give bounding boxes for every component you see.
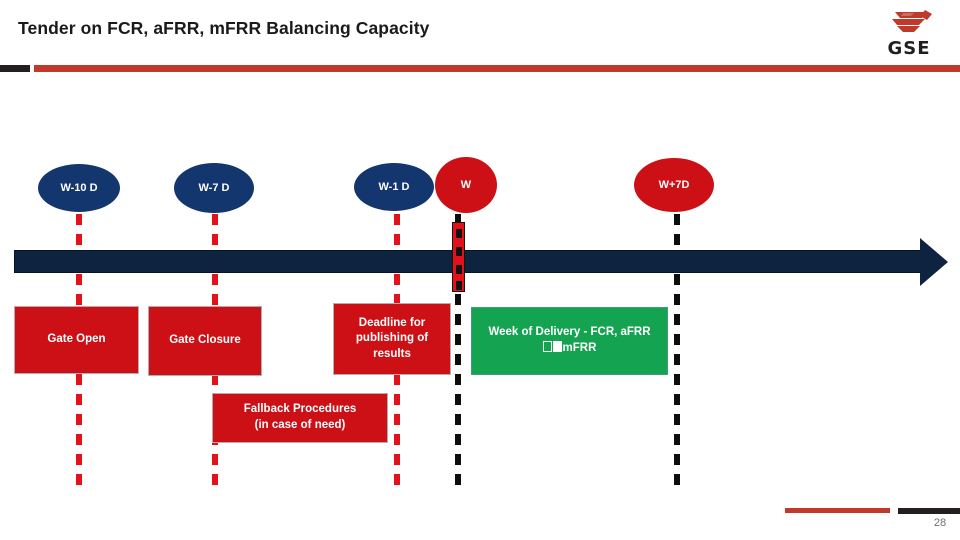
event-label-line2: (in case of need) [254,419,346,431]
missing-glyph-icon [552,341,562,352]
milestone-w[interactable]: W [435,157,497,213]
event-label-line1: Week of Delivery - FCR, aFRR [488,326,651,339]
milestone-label: W-7 D [198,181,230,194]
gse-logo: GSE [870,8,948,60]
page-title: Tender on FCR, aFRR, mFRR Balancing Capa… [18,18,430,38]
event-label: Gate Closure [169,334,241,347]
footer-rule-dark [898,508,960,514]
connector-w [455,214,461,492]
week-marker-block [452,222,465,292]
gse-bird-icon [892,10,932,32]
connector-w-plus-7d [674,214,680,492]
event-label-line2: mFRR [562,342,597,354]
event-box-fallback-procedures[interactable]: Fallback Procedures (in case of need) [212,393,388,443]
header-rule-red [34,65,960,72]
milestone-w-10d[interactable]: W-10 D [38,164,120,212]
event-box-gate-open[interactable]: Gate Open [14,306,139,374]
event-box-deadline-publishing[interactable]: Deadline for publishing of results [333,303,451,375]
event-label: Gate Open [47,333,106,346]
header-rule-dark [0,65,30,72]
milestone-label: W [460,178,472,191]
event-label: Fallback Procedures (in case of need) [244,402,357,433]
milestone-label: W-1 D [378,180,410,193]
milestone-label: W-10 D [60,181,98,194]
footer-rule-red [785,508,890,513]
event-label: Deadline for publishing of results [355,316,429,360]
timeline-axis [14,250,926,273]
event-box-week-of-delivery[interactable]: Week of Delivery - FCR, aFRR mFRR [471,307,668,375]
milestone-w-plus-7d[interactable]: W+7D [634,158,714,212]
page-number: 28 [933,517,947,529]
timeline-arrow-head [920,238,948,286]
milestone-label: W+7D [658,178,690,191]
event-label-line1: Fallback Procedures [243,403,357,416]
missing-glyph-icon [542,341,552,352]
milestone-w-7d[interactable]: W-7 D [174,163,254,213]
gse-logo-text: GSE [887,38,931,59]
event-label: Week of Delivery - FCR, aFRR mFRR [488,325,650,356]
event-box-gate-closure[interactable]: Gate Closure [148,306,262,376]
milestone-w-1d[interactable]: W-1 D [354,163,434,211]
